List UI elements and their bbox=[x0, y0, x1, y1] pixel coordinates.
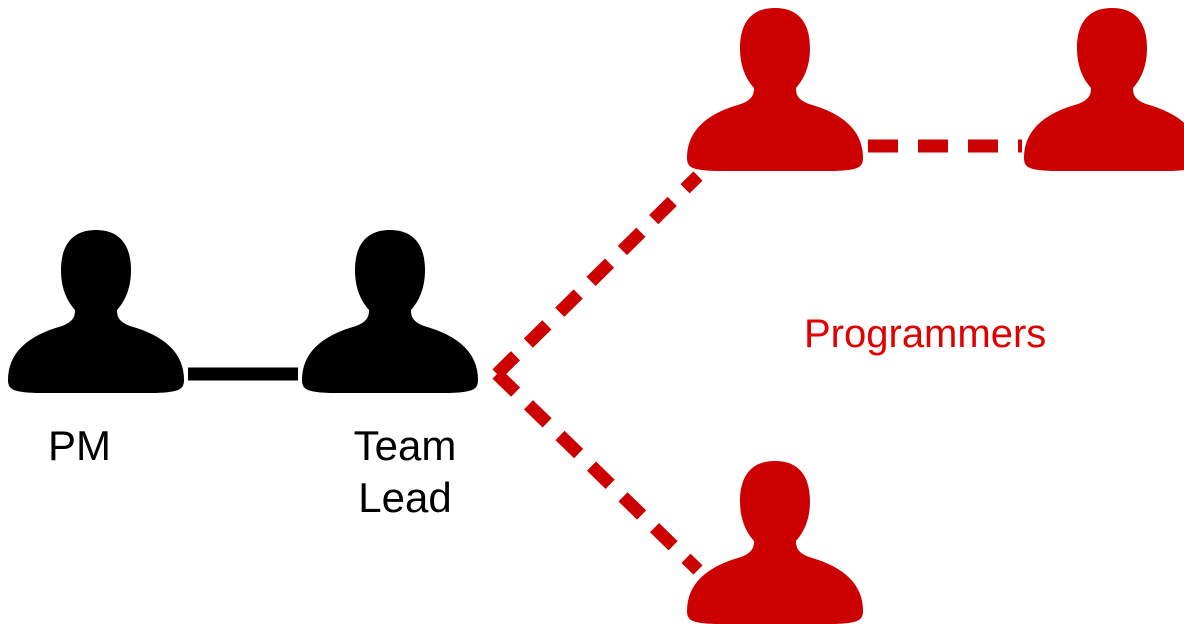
pm-person-icon bbox=[8, 230, 184, 393]
team-lead-person-icon bbox=[302, 230, 478, 393]
programmer-1-person-icon bbox=[687, 8, 863, 171]
team-lead-label: Team Lead bbox=[340, 420, 470, 524]
programmer-3-person-icon bbox=[687, 461, 863, 624]
team-lead-label-line-2: Lead bbox=[358, 474, 452, 521]
edge-team-lead-to-programmer-3 bbox=[492, 369, 703, 575]
programmer-2-person-icon bbox=[1024, 8, 1184, 171]
pm-label: PM bbox=[48, 422, 111, 469]
team-lead-label-line-1: Team bbox=[353, 422, 457, 469]
edge-team-lead-to-programmer-1 bbox=[492, 171, 703, 379]
programmers-label: Programmers bbox=[804, 312, 1047, 356]
